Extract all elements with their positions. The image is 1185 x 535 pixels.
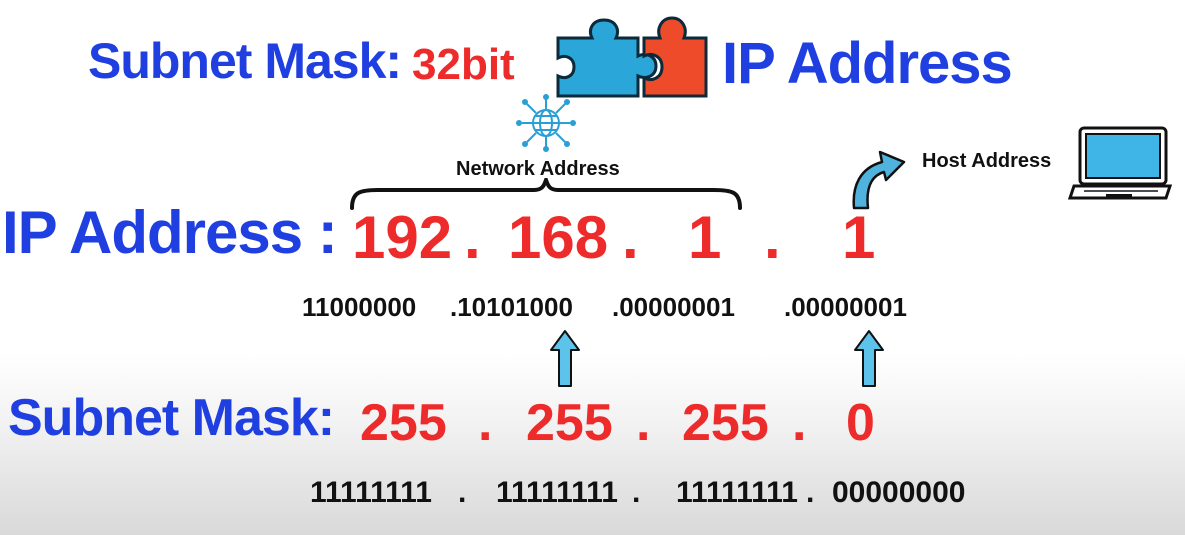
mask-dot: . [806, 476, 815, 509]
mask-binary-1: 11111111 [310, 476, 432, 509]
ip-octet-1: 192 [352, 204, 453, 271]
mask-octet-4: 0 [846, 394, 875, 452]
network-address-label: Network Address [456, 158, 620, 180]
ip-address-label: IP Address : [2, 199, 338, 266]
mask-dot: . [458, 476, 467, 509]
mask-dot: . [478, 394, 493, 452]
ip-octet-4: 1 [842, 204, 876, 271]
up-arrow-icon [854, 330, 884, 387]
mask-octet-2: 255 [526, 394, 613, 452]
subnet-mask-label: Subnet Mask: [8, 389, 335, 447]
mask-binary-4: 00000000 [832, 476, 966, 509]
ip-binary-1: 11000000 [302, 292, 417, 322]
puzzle-icon [556, 16, 708, 98]
ip-dot: . [764, 204, 781, 271]
mask-octet-3: 255 [682, 394, 769, 452]
ip-octet-3: 1 [688, 204, 722, 271]
mask-binary-3: 11111111 [676, 476, 798, 509]
mask-dot: . [792, 394, 807, 452]
title-subnet-mask: Subnet Mask: [88, 33, 402, 89]
laptop-icon [1067, 126, 1172, 200]
mask-binary-2: 11111111 [496, 476, 618, 509]
network-globe-icon [516, 94, 576, 152]
ip-octet-2: 168 [508, 204, 609, 271]
ip-binary-3: .00000001 [612, 292, 735, 322]
mask-dot: . [632, 476, 641, 509]
ip-dot: . [464, 204, 481, 271]
network-brace [350, 178, 742, 210]
title-32bit: 32bit [412, 40, 515, 89]
host-address-label: Host Address [922, 150, 1052, 172]
curved-arrow-icon [852, 150, 906, 210]
mask-dot: . [636, 394, 651, 452]
title-ip-address: IP Address [722, 31, 1013, 96]
ip-dot: . [622, 204, 639, 271]
mask-octet-1: 255 [360, 394, 447, 452]
ip-binary-2: .10101000 [450, 292, 573, 322]
ip-binary-4: .00000001 [784, 292, 907, 322]
up-arrow-icon [550, 330, 580, 387]
